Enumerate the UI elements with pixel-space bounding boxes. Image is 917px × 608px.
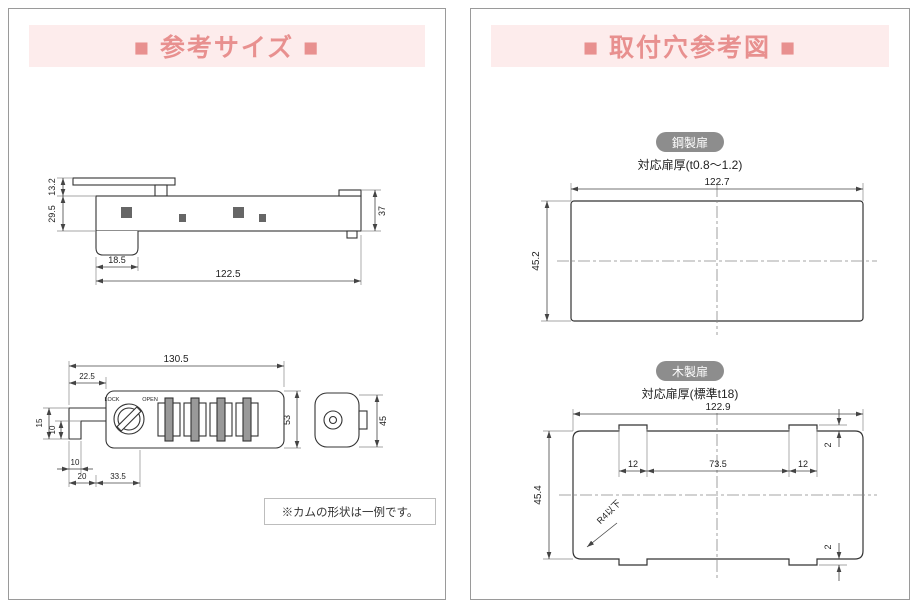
mounting-hole-panel: ■ 取付穴参考図 ■ 鋼製扉 対応扉厚(t0.8～1.2) 木製扉 対応扉厚(標… xyxy=(470,8,910,600)
dim-offset-width: 33.5 xyxy=(110,472,126,481)
mounting-hole-title: ■ 取付穴参考図 ■ xyxy=(491,25,889,67)
wood-dim-lines xyxy=(546,409,863,581)
dim-notch-depth-top: 2 xyxy=(823,442,833,447)
reference-size-title: ■ 参考サイズ ■ xyxy=(29,25,425,67)
wooden-door-badge: 木製扉 xyxy=(656,361,724,381)
dim-plate-height: 13.2 xyxy=(47,178,57,196)
wood-centerlines xyxy=(559,413,877,581)
dim-hook-offset: 22.5 xyxy=(79,372,95,381)
clip-details xyxy=(121,207,266,222)
dim-steel-width: 122.7 xyxy=(704,177,729,188)
dim-tooth-width: 10 xyxy=(71,458,80,467)
dim-notch-right: 12 xyxy=(798,459,808,469)
steel-centerlines xyxy=(557,185,877,335)
steel-door-badge: 鋼製扉 xyxy=(656,132,724,152)
dim-total-height: 37 xyxy=(377,206,387,216)
dim-latch-width: 18.5 xyxy=(108,255,126,265)
cam-plate xyxy=(72,177,176,186)
side-view-dim-lines xyxy=(60,178,378,284)
wooden-door-subtitle: 対応扉厚(標準t18) xyxy=(641,387,739,401)
dim-wood-height: 45.4 xyxy=(533,485,544,505)
lock-body-side xyxy=(95,195,362,232)
knob-slot xyxy=(116,406,142,432)
front-view-dim-lines xyxy=(46,363,380,486)
dim-cam-height: 45 xyxy=(378,416,388,426)
hook xyxy=(68,407,106,440)
dim-notch-depth-bottom: 2 xyxy=(823,544,833,549)
dim-step-width: 20 xyxy=(78,472,87,481)
steel-dim-lines xyxy=(544,186,863,321)
open-label: OPEN xyxy=(142,397,158,403)
dim-body-width: 122.5 xyxy=(215,269,240,280)
dim-center-span: 73.5 xyxy=(709,459,727,469)
wood-outline xyxy=(572,424,864,566)
wooden-door-cutout: 122.9 45.4 12 73.5 12 2 2 R4以下 xyxy=(533,402,877,581)
combination-wheels xyxy=(157,397,259,442)
dim-steel-height: 45.2 xyxy=(531,251,542,271)
reference-size-panel: ■ 参考サイズ ■ xyxy=(8,8,446,600)
steel-door-subtitle: 対応扉厚(t0.8～1.2) xyxy=(637,158,743,172)
dim-notch-left: 12 xyxy=(628,459,638,469)
dim-hook-inner-height: 10 xyxy=(48,425,57,434)
dim-wood-width: 122.9 xyxy=(705,402,730,413)
dim-hook-height: 15 xyxy=(35,418,44,427)
dim-body-height: 29.5 xyxy=(47,205,57,223)
lock-front-view xyxy=(68,390,368,449)
dim-total-width: 130.5 xyxy=(163,354,188,365)
latch-side xyxy=(95,231,139,256)
cam-shape-note: ※カムの形状は一例です。 xyxy=(264,498,436,525)
steel-door-cutout: 122.7 45.2 xyxy=(531,177,877,335)
reference-size-drawing: 13.2 29.5 37 18.5 122.5 xyxy=(35,177,388,487)
mounting-hole-drawing: 122.7 45.2 xyxy=(531,177,877,581)
dim-front-body-height: 53 xyxy=(282,415,292,425)
lock-side-view xyxy=(72,177,362,256)
cam-piece xyxy=(314,392,368,448)
lock-label: LOCK xyxy=(105,397,120,403)
